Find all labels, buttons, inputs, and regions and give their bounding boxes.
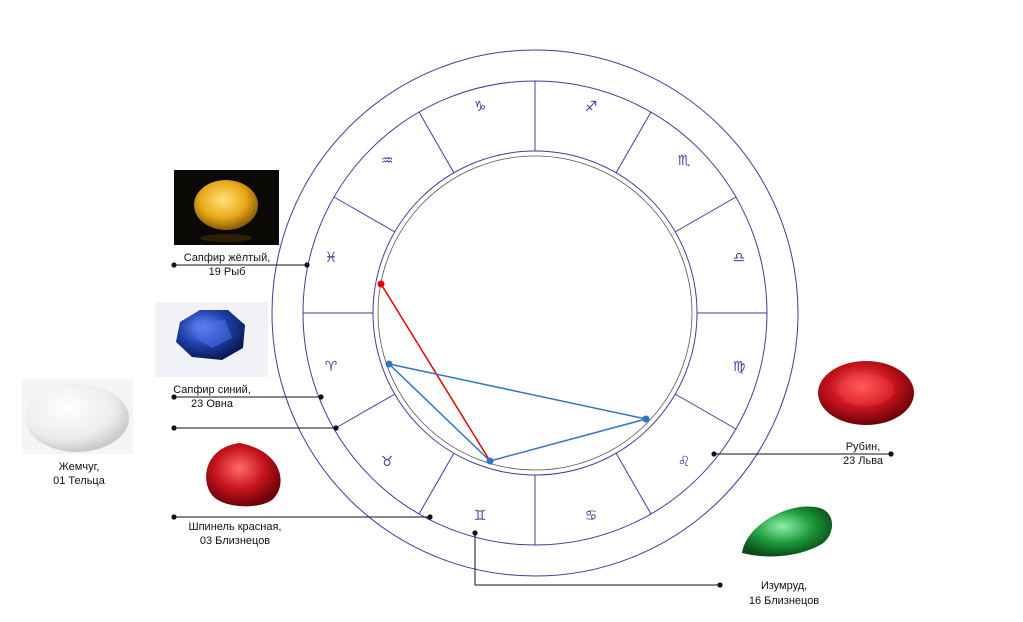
outer-ring xyxy=(271,49,799,577)
cancer-glyph: ♋ xyxy=(585,508,598,524)
red-aspect-line xyxy=(380,283,491,462)
scorpio-glyph: ♏ xyxy=(678,153,691,169)
planet-point-blue-a xyxy=(385,360,393,368)
blue-aspect-line-b xyxy=(388,363,647,420)
capricorn-glyph: ♑ xyxy=(474,99,487,115)
blue-sapphire-label: Сапфир синий, xyxy=(173,384,251,396)
gem-labels: Сапфир жёлтый, 19 Рыб Сапфир синий, 23 О… xyxy=(53,252,884,607)
sign-dividers xyxy=(303,81,767,545)
blue-aspect-line-c xyxy=(489,418,647,462)
blue-sapphire-image xyxy=(155,302,268,377)
zodiac-glyphs: ♑ ♐ ♏ ♎ ♍ ♌ ♋ ♊ ♉ ♈ ♓ ♒ xyxy=(325,99,746,524)
emerald-position: 16 Близнецов xyxy=(749,595,819,607)
planet-point-red xyxy=(377,280,385,288)
yellow-sapphire-position: 19 Рыб xyxy=(209,266,246,278)
aries-glyph: ♈ xyxy=(325,359,338,375)
red-spinel-image xyxy=(206,443,281,507)
pisces-glyph: ♓ xyxy=(325,250,338,266)
blue-aspect-line-a xyxy=(388,363,491,462)
planet-point-blue-b xyxy=(486,457,494,465)
libra-glyph: ♎ xyxy=(733,250,746,266)
planet-point-blue-c xyxy=(642,415,650,423)
ruby-label: Рубин, xyxy=(846,441,881,453)
aquarius-glyph: ♒ xyxy=(381,153,394,169)
taurus-glyph: ♉ xyxy=(381,454,394,470)
virgo-glyph: ♍ xyxy=(733,359,746,375)
red-spinel-position: 03 Близнецов xyxy=(200,535,270,547)
gemini-glyph: ♊ xyxy=(474,508,487,524)
emerald-label: Изумруд, xyxy=(761,580,807,592)
pearl-image xyxy=(22,379,133,454)
pearl-label: Жемчуг, xyxy=(59,461,100,473)
inner-ring xyxy=(372,150,698,476)
aspect-lines xyxy=(377,280,650,465)
emerald-image xyxy=(742,506,833,557)
sagittarius-glyph: ♐ xyxy=(585,99,598,115)
leo-glyph: ♌ xyxy=(678,454,691,470)
pearl-position: 01 Тельца xyxy=(53,475,106,487)
yellow-sapphire-label: Сапфир жёлтый, xyxy=(184,252,271,264)
leader-lines xyxy=(171,262,894,588)
yellow-sapphire-image xyxy=(174,170,279,245)
ruby-position: 23 Льва xyxy=(843,455,884,467)
blue-sapphire-position: 23 Овна xyxy=(191,398,234,410)
inner-disc xyxy=(377,155,693,471)
ruby-image xyxy=(818,361,914,425)
red-spinel-label: Шпинель красная, xyxy=(189,521,282,533)
